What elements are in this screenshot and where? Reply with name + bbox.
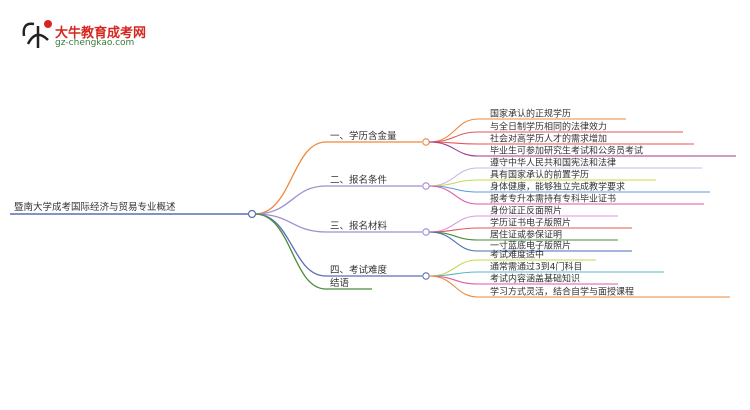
branch-1-leaf-3-label: 社会对高学历人才的需求增加 — [490, 133, 607, 145]
bull-logo-icon — [22, 20, 52, 48]
branch-3-leaf-3-label: 居住证或参保证明 — [490, 229, 562, 241]
branch-2-curve — [254, 185, 327, 215]
branch-4-leaf-2-curve — [428, 271, 479, 277]
branch-1-label: 一、学历含金量 — [330, 130, 397, 142]
site-name: 大牛教育成考网 — [55, 26, 147, 41]
branch-3-leaf-3-curve — [428, 231, 479, 241]
branch-4-leaf-2-label: 通常需通过3到4门科目 — [490, 261, 582, 273]
branch-2-connector-dot — [422, 182, 430, 190]
branch-3-leaf-4-label: 一寸蓝底电子版照片 — [490, 240, 571, 252]
branch-4-label: 四、考试难度 — [330, 264, 388, 276]
branch-4-leaf-1-curve — [428, 259, 479, 277]
branch-1-connector-dot — [422, 138, 430, 146]
site-url: gz-chengkao.com — [55, 38, 135, 48]
branch-4-curve — [254, 213, 327, 277]
branch-1-leaf-4-label: 毕业生可参加研究生考试和公务员考试 — [490, 145, 643, 157]
branch-3-leaf-2-label: 学历证书电子版照片 — [490, 217, 571, 229]
branch-3-connector-dot — [422, 228, 430, 236]
branch-1-leaf-4-curve — [428, 141, 479, 157]
branch-2-leaf-2-label: 具有国家承认的前置学历 — [490, 169, 589, 181]
branch-3-curve — [254, 213, 327, 233]
branch-4-leaf-1-label: 考试难度适中 — [490, 249, 544, 261]
branch-5-label: 结语 — [330, 277, 350, 289]
branch-1-leaf-2-label: 与全日制学历相同的法律效力 — [490, 121, 607, 133]
branch-1-leaf-1-label: 国家承认的正规学历 — [490, 108, 571, 120]
branch-1-leaf-1-curve — [428, 118, 479, 143]
branch-4-leaf-4-curve — [428, 275, 479, 298]
branch-1-leaf-2-curve — [428, 131, 479, 143]
branch-3-leaf-2-curve — [428, 227, 479, 233]
site-logo — [18, 14, 168, 54]
branch-1-curve — [254, 141, 327, 215]
branch-2-label: 二、报名条件 — [330, 174, 388, 186]
root-connector-dot — [247, 209, 257, 219]
branch-2-leaf-4-label: 报考专升本需持有专科毕业证书 — [490, 193, 616, 205]
branch-3-leaf-1-label: 身份证正反面照片 — [490, 205, 562, 217]
branch-3-leaf-4-curve — [428, 231, 479, 252]
branch-2-leaf-4-curve — [428, 185, 479, 205]
branch-2-leaf-1-label: 遵守中华人民共和国宪法和法律 — [490, 157, 616, 169]
branch-4-connector-dot — [422, 272, 430, 280]
branch-5-curve — [254, 213, 327, 290]
branch-2-leaf-3-label: 身体健康，能够独立完成教学要求 — [490, 181, 625, 193]
branch-4-leaf-4-label: 学习方式灵活，结合自学与面授课程 — [490, 286, 634, 298]
branch-3-label: 三、报名材料 — [330, 220, 388, 232]
branch-3-leaf-1-curve — [428, 215, 479, 233]
root-node-label: 暨南大学成考国际经济与贸易专业概述 — [14, 201, 176, 213]
branch-4-leaf-3-label: 考试内容涵盖基础知识 — [490, 273, 580, 285]
